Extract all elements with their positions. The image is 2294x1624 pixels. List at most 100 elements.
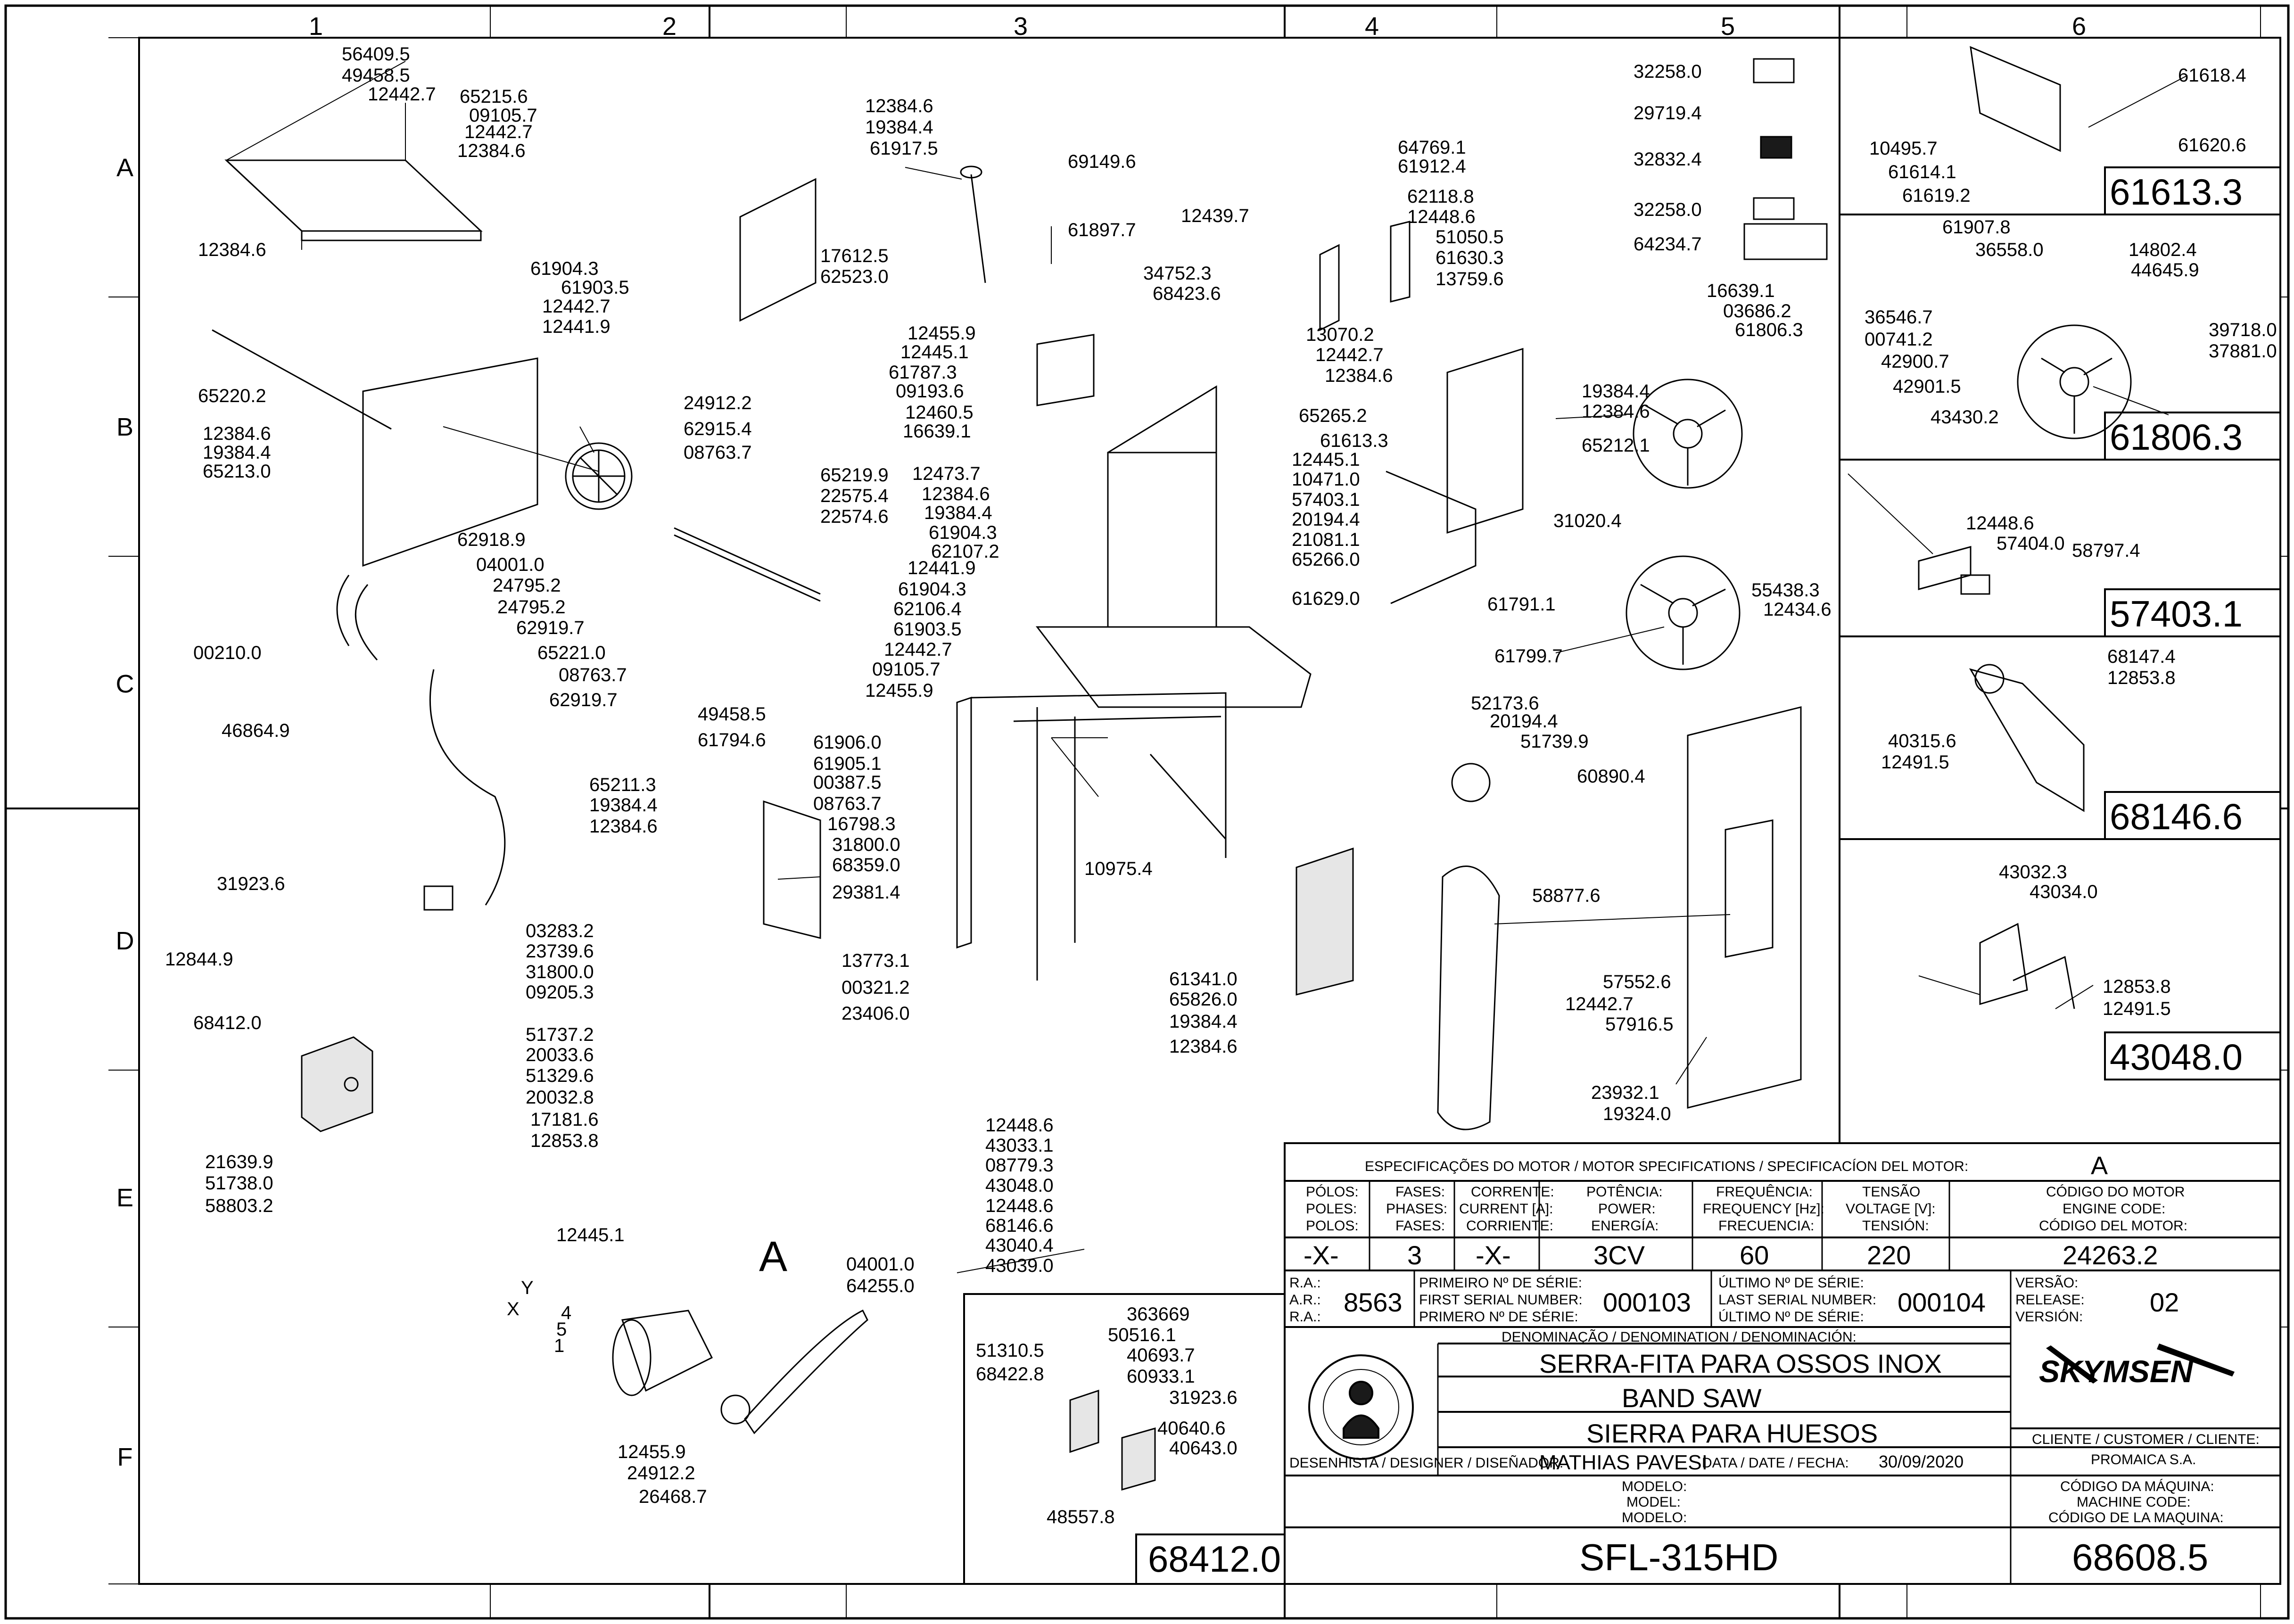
part-label: 68359.0: [832, 855, 900, 875]
version-value: 02: [2150, 1287, 2179, 1317]
part-label: 60933.1: [1127, 1366, 1195, 1387]
part-label: 04001.0: [846, 1254, 915, 1275]
part-label: 60890.4: [1577, 766, 1645, 787]
part-label: 40693.7: [1127, 1345, 1195, 1366]
voltage-label: TENSIÓN:: [1862, 1218, 1929, 1234]
part-label: 61341.0: [1169, 969, 1238, 989]
part-label: 65211.3: [589, 775, 656, 795]
part-label: 00741.2: [1865, 329, 1933, 350]
part-label: 57403.1: [1292, 489, 1360, 510]
first-serial-label: FIRST SERIAL NUMBER:: [1419, 1292, 1583, 1308]
part-label: 57404.0: [1997, 533, 2065, 554]
skymsen-logo: SKYMSEN: [2039, 1344, 2235, 1389]
part-label: 12853.8: [530, 1130, 599, 1151]
part-label: 61619.2: [1902, 185, 1971, 206]
part-label: 61904.3: [929, 522, 997, 543]
part-label: 65265.2: [1299, 405, 1367, 426]
part-label: 04001.0: [476, 554, 545, 575]
part-label: 13070.2: [1306, 324, 1374, 345]
phases-label: FASES:: [1395, 1184, 1445, 1200]
part-label: 58877.6: [1532, 885, 1601, 906]
part-label: 12473.7: [912, 463, 981, 484]
model-label: MODELO:: [1622, 1510, 1687, 1525]
part-label: 08763.7: [813, 793, 882, 814]
part-label: 21081.1: [1292, 529, 1360, 550]
part-label: 12442.7: [1565, 994, 1634, 1014]
part-label: 34752.3: [1143, 263, 1212, 284]
part-label: 61906.0: [813, 732, 882, 753]
part-label: 68412.0: [193, 1013, 262, 1033]
motor-letter: A: [2091, 1152, 2108, 1180]
part-label: 17612.5: [820, 246, 889, 266]
machine-code-value: 68608.5: [2072, 1536, 2209, 1578]
part-label: 61614.1: [1888, 162, 1956, 182]
version-label: RELEASE:: [2015, 1292, 2085, 1308]
denomination-label: DENOMINAÇÃO / DENOMINATION / DENOMINACIÓ…: [1502, 1329, 1857, 1345]
ra-label: A.R.:: [1289, 1292, 1321, 1308]
part-label: 40315.6: [1888, 731, 1956, 751]
part-label: 64769.1: [1398, 137, 1466, 158]
part-label: 61903.5: [893, 619, 962, 640]
voltage-label: TENSÃO: [1862, 1184, 1921, 1200]
part-label: 12445.1: [556, 1225, 625, 1245]
part-label: 31800.0: [526, 962, 594, 982]
part-label: 62118.8: [1407, 186, 1474, 207]
part-label: 32258.0: [1634, 199, 1702, 220]
current-label: CORRENTE:: [1471, 1184, 1554, 1200]
part-label: 61897.7: [1068, 220, 1136, 240]
part-label: 16639.1: [1707, 280, 1775, 301]
machine-code-label: CÓDIGO DA MÁQUINA:: [2060, 1479, 2214, 1494]
first-serial-label: PRIMEIRO Nº DE SÉRIE:: [1419, 1275, 1583, 1291]
part-label: 37881.0: [2209, 341, 2277, 362]
frequency-label: FRECUENCIA:: [1718, 1218, 1815, 1234]
part-label: 46864.9: [222, 720, 290, 741]
machine-code-label: CÓDIGO DE LA MAQUINA:: [2048, 1510, 2224, 1525]
part-label: 57916.5: [1605, 1014, 1674, 1035]
row-label: C: [116, 670, 134, 698]
machine-code-label: MACHINE CODE:: [2077, 1494, 2191, 1510]
part-label: 19384.4: [924, 503, 992, 523]
column-label: 3: [1013, 12, 1028, 41]
part-label: 19384.4: [1169, 1011, 1238, 1032]
part-label: 61903.5: [561, 277, 629, 298]
part-label: 09193.6: [896, 381, 964, 402]
part-label: 68146.6: [985, 1215, 1054, 1236]
phases-label: PHASES:: [1386, 1201, 1448, 1217]
engine-code-label: ENGINE CODE:: [2063, 1201, 2166, 1217]
part-label: 43048.0: [985, 1175, 1054, 1196]
part-label: 29381.4: [832, 882, 900, 903]
part-label: 61904.3: [530, 258, 599, 279]
row-label: F: [117, 1443, 133, 1471]
row-label: E: [116, 1184, 134, 1212]
part-label: 10975.4: [1084, 858, 1153, 879]
part-label: 10471.0: [1292, 469, 1360, 490]
part-label: 12442.7: [1315, 345, 1384, 365]
part-label: 61629.0: [1292, 588, 1360, 609]
wire-label: 5: [556, 1319, 567, 1340]
part-label: 03283.2: [526, 921, 594, 941]
part-label: 43430.2: [1931, 407, 1999, 428]
part-label: 43032.3: [1999, 862, 2067, 882]
part-label: 36558.0: [1975, 239, 2044, 260]
part-label: 62915.4: [684, 419, 752, 439]
part-label: 03686.2: [1723, 301, 1791, 322]
frequency-label: FREQUENCY [Hz]:: [1703, 1201, 1824, 1217]
detail-panel-title: 68146.6: [2110, 796, 2243, 837]
phases-label: FASES:: [1395, 1218, 1445, 1234]
part-label: 31923.6: [1169, 1387, 1238, 1408]
designer-value: MATHIAS PAVESI: [1539, 1451, 1708, 1474]
engine-code-value: 24263.2: [2063, 1240, 2158, 1270]
part-label: 62919.7: [549, 690, 618, 710]
power-value: 3CV: [1593, 1240, 1645, 1270]
part-label: 48557.8: [1047, 1507, 1115, 1527]
part-label: 52173.6: [1471, 693, 1539, 714]
part-label: 12384.6: [198, 239, 266, 260]
voltage-value: 220: [1867, 1240, 1911, 1270]
last-serial-label: ÚLTIMO Nº DE SÉRIE:: [1718, 1275, 1864, 1291]
part-label: 62919.7: [516, 618, 585, 638]
part-label: 19384.4: [203, 442, 271, 463]
part-label: 43033.1: [985, 1135, 1054, 1156]
part-label: 61791.1: [1487, 594, 1556, 615]
detail-panel-title: 57403.1: [2110, 593, 2243, 635]
part-label: 62107.2: [931, 541, 999, 562]
